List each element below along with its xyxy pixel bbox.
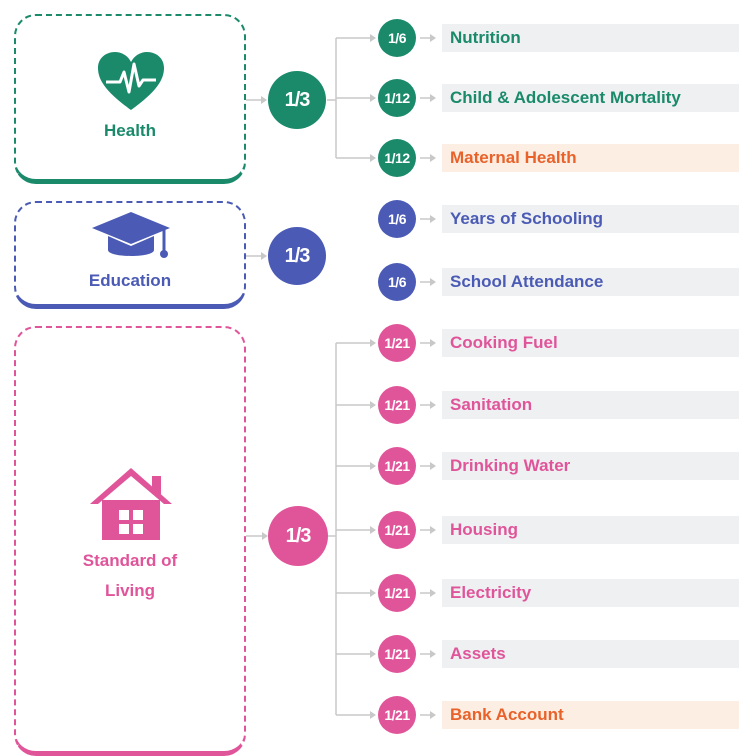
graduation-cap-icon: [90, 208, 172, 268]
living-indicator-weight: 1/21: [378, 324, 416, 362]
living-label-line-1: Standard of: [82, 551, 178, 570]
education-indicator-weight: 1/6: [378, 200, 416, 238]
living-indicator-weight: 1/21: [378, 386, 416, 424]
education-dimension-box: [14, 201, 246, 309]
education-indicator-weight: 1/6: [378, 263, 416, 301]
living-indicator-weight: 1/21: [378, 635, 416, 673]
education-indicator-label: Years of Schooling: [442, 205, 739, 233]
education-weight: 1/3: [268, 227, 326, 285]
health-label: Health: [104, 121, 156, 140]
living-indicator-weight: 1/21: [378, 447, 416, 485]
living-indicator-label: Bank Account: [442, 701, 739, 729]
living-indicator-label: Sanitation: [442, 391, 739, 419]
education-indicator-label: School Attendance: [442, 268, 739, 296]
living-indicator-label: Electricity: [442, 579, 739, 607]
living-indicator-weight: 1/21: [378, 511, 416, 549]
living-indicator-label: Housing: [442, 516, 739, 544]
heart-pulse-icon: [96, 50, 166, 114]
health-indicator-weight: 1/12: [378, 139, 416, 177]
living-weight: 1/3: [268, 506, 328, 566]
health-indicator-label: Child & Adolescent Mortality: [442, 84, 739, 112]
health-indicator-label: Maternal Health: [442, 144, 739, 172]
living-indicator-weight: 1/21: [378, 574, 416, 612]
house-icon: [88, 466, 174, 542]
health-indicator-weight: 1/12: [378, 79, 416, 117]
health-weight: 1/3: [268, 71, 326, 129]
living-indicator-weight: 1/21: [378, 696, 416, 734]
health-dimension-box: [14, 14, 246, 184]
health-indicator-label: Nutrition: [442, 24, 739, 52]
living-label-line-2: Living: [104, 581, 156, 600]
living-indicator-label: Cooking Fuel: [442, 329, 739, 357]
education-label: Education: [88, 271, 172, 290]
health-indicator-weight: 1/6: [378, 19, 416, 57]
living-indicator-label: Assets: [442, 640, 739, 668]
living-indicator-label: Drinking Water: [442, 452, 739, 480]
